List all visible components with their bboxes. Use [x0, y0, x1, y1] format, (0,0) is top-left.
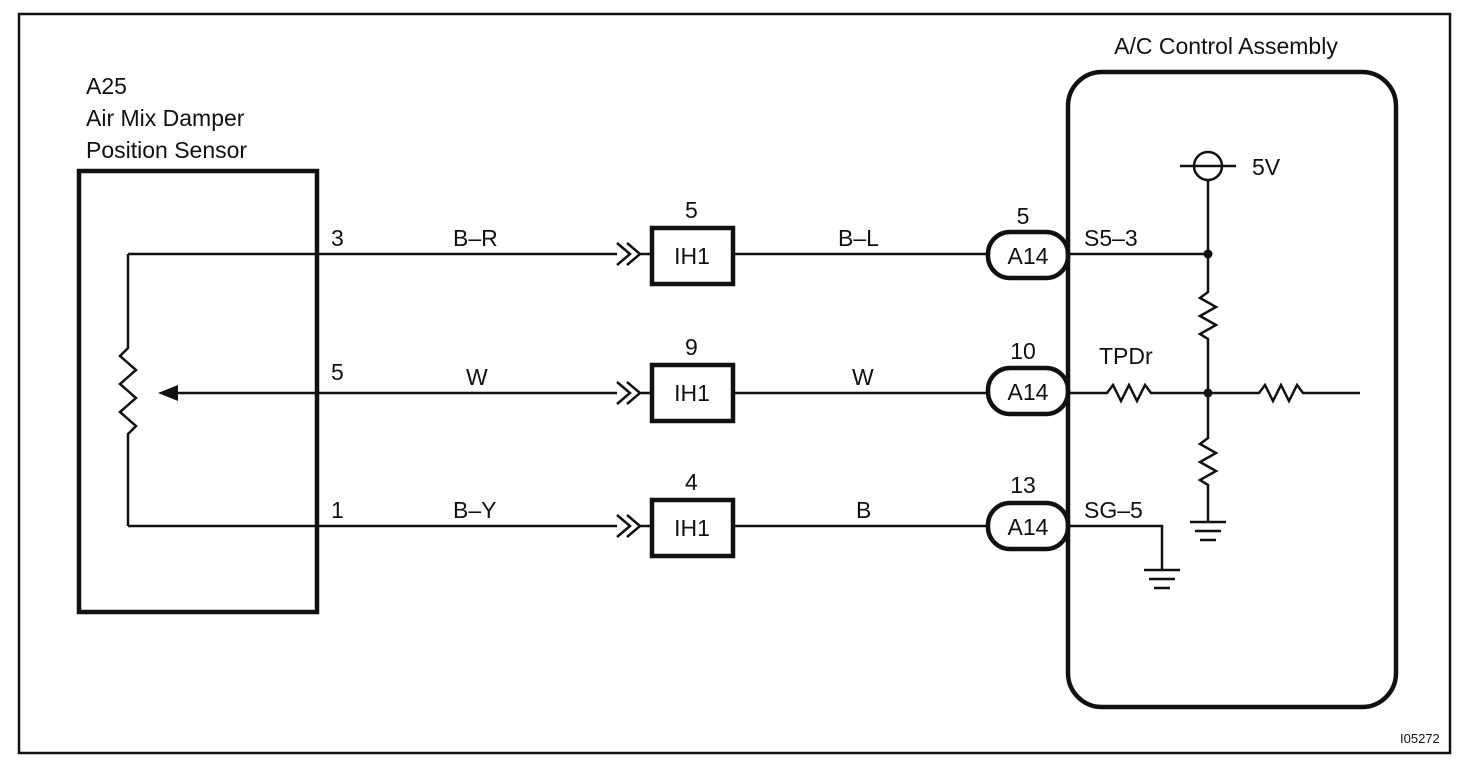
wire-color-top-left: B–R: [453, 225, 498, 251]
connector-pin: 13: [1010, 472, 1036, 498]
signal-s5-3: S5–3: [1084, 225, 1138, 251]
figure-id: I05272: [1400, 731, 1440, 746]
connector-label: A14: [1008, 243, 1049, 269]
signal-tpdr: TPDr: [1099, 343, 1153, 369]
junction-ih1-mid: 9 IH1: [649, 334, 736, 424]
connector-label: A14: [1008, 379, 1049, 405]
connector-pin: 10: [1010, 338, 1036, 364]
connector-pin: 5: [1017, 203, 1030, 229]
wire-color-mid-left: W: [466, 364, 488, 390]
connector-label: A14: [1008, 514, 1049, 540]
diagram-frame: [17, 12, 1452, 755]
wire-color-bot-right: B: [856, 497, 871, 523]
junction-ih1-top: 5 IH1: [649, 197, 736, 287]
junction-label: IH1: [674, 515, 710, 541]
chevron-icon: [616, 242, 642, 266]
ac-control-assembly: A/C Control Assembly 5V S5–3 TPDr SG–5: [1065, 33, 1399, 710]
sensor-name-line1: Air Mix Damper: [86, 105, 245, 131]
chevron-icon: [616, 514, 642, 538]
connector-a14-mid: 10 A14: [985, 338, 1071, 417]
sensor-block: A25 Air Mix Damper Position Sensor 3 5 1: [76, 73, 344, 615]
junction-label: IH1: [674, 380, 710, 406]
sensor-pin-1: 1: [331, 497, 344, 523]
sensor-box: [76, 168, 320, 615]
connector-a14-top: 5 A14: [985, 203, 1071, 281]
sensor-pin-5: 5: [331, 359, 344, 385]
junction-pin: 9: [685, 334, 698, 360]
wire-color-bot-left: B–Y: [453, 497, 496, 523]
junction-ih1-bot: 4 IH1: [649, 469, 736, 559]
assembly-box: [1065, 69, 1399, 710]
right-wires: B–L W B: [733, 225, 988, 528]
sensor-name-line2: Position Sensor: [86, 137, 247, 163]
connector-a14-bot: 13 A14: [985, 472, 1071, 552]
sensor-code: A25: [86, 73, 127, 99]
junction-label: IH1: [674, 243, 710, 269]
supply-voltage: 5V: [1252, 154, 1281, 180]
left-wires: B–R W B–Y: [128, 225, 652, 538]
sensor-pin-3: 3: [331, 225, 344, 251]
wiper-arrow: [158, 385, 178, 401]
wire-color-top-right: B–L: [838, 225, 879, 251]
wire-color-mid-right: W: [852, 364, 874, 390]
ground-icon: [1190, 520, 1226, 542]
junction-pin: 5: [685, 197, 698, 223]
signal-sg-5: SG–5: [1084, 497, 1143, 523]
assembly-title: A/C Control Assembly: [1114, 33, 1338, 59]
ground-icon: [1144, 568, 1180, 590]
chevron-icon: [616, 381, 642, 405]
power-supply-icon: [1180, 150, 1236, 182]
junction-pin: 4: [685, 469, 698, 495]
potentiometer: [118, 254, 178, 526]
